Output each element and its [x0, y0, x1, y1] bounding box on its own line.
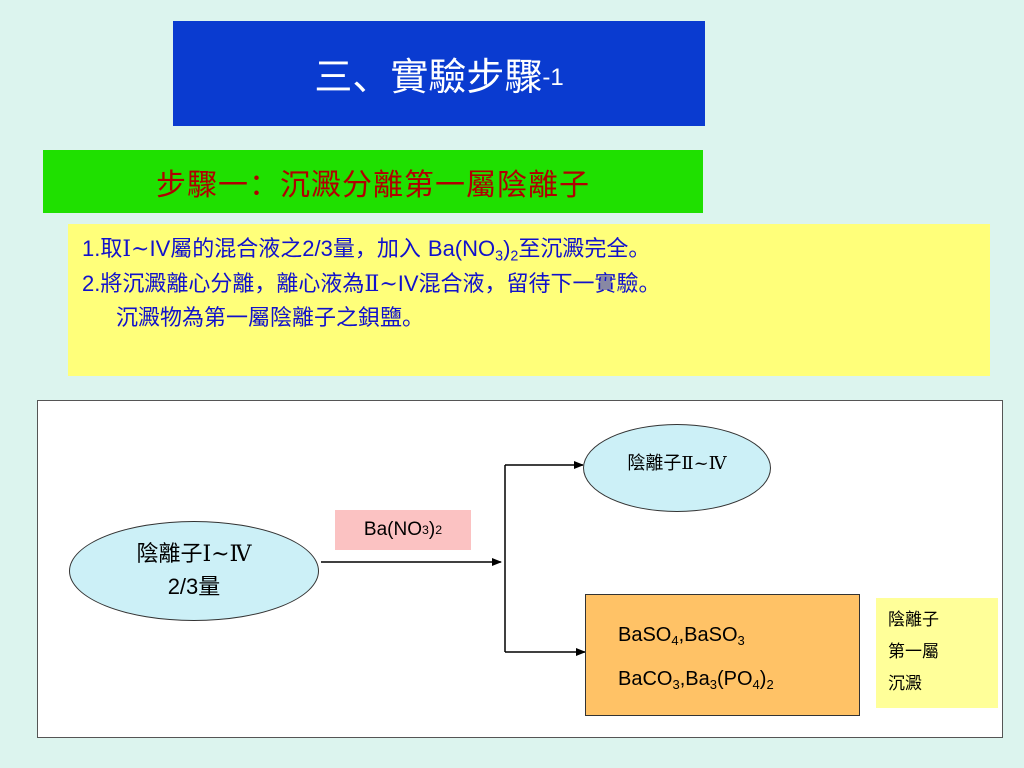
formula-part: Ba(NO — [363, 519, 422, 540]
instruction-text: 屬的混合液之 — [170, 237, 303, 262]
instruction-number: 2. — [82, 271, 101, 296]
precipitate-line-1: BaSO4,BaSO3 — [618, 613, 859, 657]
formula-part: BaSO — [618, 624, 672, 646]
formula-subscript: 4 — [752, 676, 760, 692]
note-line: 第一屬 — [888, 642, 939, 662]
formula-subscript: 3 — [495, 248, 504, 265]
filtrate-node: 陰離子Ⅱ~Ⅳ — [583, 424, 771, 512]
slide-title: 三、實驗步驟-1 — [173, 21, 705, 126]
source-node-fraction: 2/3 — [167, 573, 199, 599]
instruction-text: IV — [397, 271, 419, 296]
instruction-line-3: 沉澱物為第一屬陰離子之鋇鹽。 — [116, 306, 425, 331]
formula-part: ) — [759, 668, 767, 690]
note-line: 陰離子 — [888, 610, 939, 630]
formula-part: Ba(NO — [427, 236, 496, 261]
instruction-text: 至沉澱完全。 — [518, 237, 651, 262]
formula-subscript: 3 — [737, 632, 745, 648]
source-node-unit: 量 — [198, 574, 221, 600]
filtrate-node-label: 陰離子Ⅱ~Ⅳ — [627, 453, 727, 474]
source-node: 陰離子Ⅰ~Ⅳ 2/3量 — [69, 521, 319, 621]
precipitate-note: 陰離子 第一屬 沉澱 — [876, 598, 998, 708]
formula-part: ,Ba — [679, 668, 710, 690]
instruction-text: 混合液，留待下一實驗。 — [418, 272, 661, 297]
diagram-connectors — [321, 461, 586, 656]
precipitate-line-2: BaCO3,Ba3(PO4)2 — [618, 657, 859, 701]
formula-part: ) — [503, 236, 511, 261]
instruction-text: 量，加入 — [332, 237, 428, 262]
note-line: 沉澱 — [888, 674, 922, 694]
formula-subscript: 2 — [766, 676, 774, 692]
formula-subscript: 3 — [709, 676, 717, 692]
reagent-formula: Ba(NO3)2 — [427, 236, 519, 265]
instructions-box: 1.取Ⅰ~IV屬的混合液之2/3量，加入 Ba(NO3)2至沉澱完全。 2.將沉… — [68, 224, 990, 376]
instruction-fraction: 2/3 — [302, 236, 333, 261]
formula-part: ) — [428, 519, 436, 540]
instruction-line-2: 2.將沉澱離心分離，離心液為Ⅱ~IV混合液，留待下一實驗。 — [82, 267, 980, 302]
formula-subscript: 4 — [671, 632, 679, 648]
source-node-amount: 2/3量 — [168, 571, 221, 604]
instruction-number: 1. — [82, 236, 101, 261]
formula-subscript: 2 — [510, 248, 519, 265]
slide-title-suffix: -1 — [542, 63, 564, 91]
source-node-label: 陰離子Ⅰ~Ⅳ — [136, 541, 252, 567]
instruction-text: 將沉澱離心分離，離心液為Ⅱ~ — [100, 272, 398, 297]
precipitate-box: BaSO4,BaSO3 BaCO3,Ba3(PO4)2 — [585, 594, 860, 716]
instruction-text: IV — [149, 236, 171, 261]
step-banner: 步驟一：沉澱分離第一屬陰離子 — [43, 150, 703, 213]
formula-subscript: 3 — [672, 676, 680, 692]
formula-part: ,BaSO — [678, 624, 738, 646]
slide-title-main: 三、實驗步驟 — [314, 55, 543, 99]
formula-part: (PO — [716, 668, 753, 690]
instruction-line-1: 1.取Ⅰ~IV屬的混合液之2/3量，加入 Ba(NO3)2至沉澱完全。 — [82, 232, 980, 267]
instruction-text: 取Ⅰ~ — [100, 237, 150, 262]
formula-part: BaCO — [618, 668, 673, 690]
